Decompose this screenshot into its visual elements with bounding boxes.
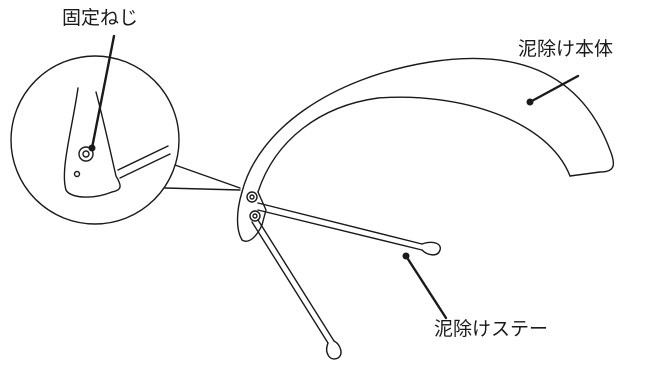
detail-fender-right — [95, 91, 121, 193]
detail-stay-line-2 — [119, 153, 171, 179]
detail-fender-left — [63, 87, 113, 198]
fender-outer-edge — [241, 57, 615, 193]
stay-joint-outer — [249, 210, 261, 222]
leader-screw-dot — [88, 144, 96, 152]
fender-stay-label: 泥除けステー — [434, 318, 549, 340]
stay-upper-eyelet — [421, 241, 441, 256]
bracket-screw-inner — [249, 194, 255, 200]
detail-circle — [10, 55, 180, 225]
detail-screw-inner — [82, 150, 90, 158]
stay-joint-inner — [252, 213, 258, 219]
leader-stay-dot — [402, 252, 410, 260]
leader-body — [528, 74, 580, 104]
stay-upper-wire-2 — [257, 209, 423, 251]
detail-callout-line-bottom — [164, 187, 241, 191]
magnified-detail — [10, 55, 241, 225]
detail-callout-line-top — [174, 164, 241, 189]
fender-body-shape — [236, 57, 615, 242]
detail-screw-outer — [78, 146, 94, 162]
stay-upper-wire — [257, 202, 423, 245]
leader-screw — [90, 34, 116, 150]
leader-lines — [90, 34, 580, 320]
detail-hole — [73, 170, 81, 178]
fixing-screw-label: 固定ねじ — [62, 7, 139, 29]
detail-stay-line-1 — [117, 145, 169, 171]
bracket-screw — [246, 191, 261, 222]
leader-body-dot — [526, 98, 534, 106]
bracket-screw-outer — [246, 191, 258, 203]
fender-body-label: 泥除け本体 — [518, 38, 614, 60]
stay-lower-eyelet — [326, 340, 342, 360]
leader-stay — [404, 254, 448, 320]
fender-inner-edge — [257, 96, 571, 193]
fender-stay-shape — [251, 202, 441, 360]
stay-lower-wire-2 — [257, 219, 335, 342]
fender-front-end — [236, 191, 267, 242]
stay-lower-wire — [251, 221, 329, 344]
